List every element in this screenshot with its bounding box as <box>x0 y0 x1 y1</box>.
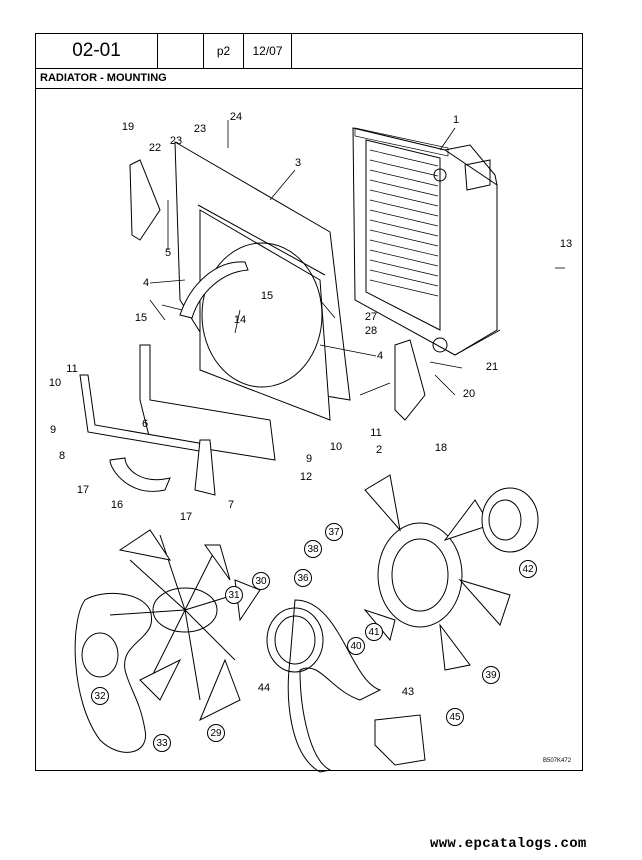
callout-16: 16 <box>110 499 124 511</box>
callout-8: 8 <box>58 450 66 462</box>
callout-9b: 9 <box>305 453 313 465</box>
leader-lines <box>149 120 565 396</box>
callout-43: 43 <box>401 686 415 698</box>
callout-19: 19 <box>121 121 135 133</box>
callout-24: 24 <box>229 111 243 123</box>
callout-29: 29 <box>207 724 225 742</box>
callout-33: 33 <box>153 734 171 752</box>
lower-bracket-6 <box>139 344 276 461</box>
callout-12: 12 <box>299 471 313 483</box>
callout-5: 5 <box>164 247 172 259</box>
belt-33 <box>74 592 153 753</box>
callout-13: 13 <box>559 238 573 250</box>
bracket-19 <box>129 159 161 241</box>
bracket-18 <box>394 339 426 421</box>
callout-18: 18 <box>434 442 448 454</box>
revision-date: 12/07 <box>244 34 292 68</box>
pulley-44 <box>266 607 324 673</box>
callout-11a: 11 <box>66 363 78 375</box>
callout-14: 14 <box>233 314 247 326</box>
figure-id: B507K472 <box>543 758 572 764</box>
callout-6: 6 <box>141 418 149 430</box>
callout-36: 36 <box>294 569 312 587</box>
callout-10b: 10 <box>329 441 343 453</box>
callout-28: 28 <box>364 325 378 337</box>
callout-17a: 17 <box>76 484 90 496</box>
callout-45: 45 <box>446 708 464 726</box>
callout-27: 27 <box>364 311 378 323</box>
upper-hose <box>179 261 249 319</box>
callout-23: 23 <box>169 135 183 147</box>
pulley-32 <box>81 632 119 678</box>
callout-11b: 11 <box>370 427 382 439</box>
title-divider <box>36 88 582 89</box>
callout-42: 42 <box>519 560 537 578</box>
callout-37: 37 <box>325 523 343 541</box>
section-code: 02-01 <box>36 34 158 68</box>
page-number: p2 <box>204 34 244 68</box>
callout-39: 39 <box>482 666 500 684</box>
header-divider <box>36 68 582 69</box>
callout-1: 1 <box>452 114 460 126</box>
callout-30: 30 <box>252 572 270 590</box>
callout-31: 31 <box>225 586 243 604</box>
radiator-illustration <box>352 127 501 356</box>
callout-21: 21 <box>485 361 499 373</box>
callout-4b: 4 <box>376 350 384 362</box>
callout-38: 38 <box>304 540 322 558</box>
callout-9a: 9 <box>49 424 57 436</box>
callout-40: 40 <box>347 637 365 655</box>
callout-32: 32 <box>91 687 109 705</box>
page-title: RADIATOR - MOUNTING <box>40 72 167 84</box>
callout-10a: 10 <box>48 377 62 389</box>
watermark-url: www.epcatalogs.com <box>430 836 587 852</box>
clutch-42 <box>481 487 539 553</box>
shield-45 <box>374 714 426 766</box>
callout-17b: 17 <box>179 511 193 523</box>
callout-7: 7 <box>227 499 235 511</box>
callout-22: 22 <box>148 142 162 154</box>
callout-15a: 15 <box>134 312 148 324</box>
header-blank-cell <box>158 34 204 68</box>
diagram-frame: 02-01 p2 12/07 RADIATOR - MOUNTING <box>35 33 583 771</box>
callout-15b: 15 <box>260 290 274 302</box>
callout-20: 20 <box>462 388 476 400</box>
callout-3: 3 <box>294 157 302 169</box>
callout-2: 2 <box>375 444 383 456</box>
fan-left-illustration <box>109 529 261 722</box>
bracket-7 <box>194 439 216 496</box>
belt-43 <box>287 599 382 773</box>
lower-hose-16 <box>109 457 171 492</box>
callout-44: 44 <box>257 682 271 694</box>
callout-23b: 23 <box>193 123 207 135</box>
callout-4a: 4 <box>142 277 150 289</box>
callout-41: 41 <box>365 623 383 641</box>
